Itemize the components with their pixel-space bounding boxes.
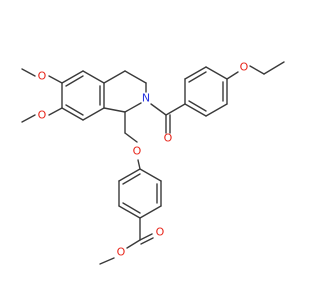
atom-label-oxygen: O — [164, 132, 173, 145]
bonds — [21, 61, 285, 265]
bond — [118, 205, 141, 219]
atom-label-oxygen: O — [38, 70, 47, 83]
bond — [137, 159, 141, 170]
bond — [82, 70, 105, 84]
bond — [188, 100, 207, 112]
bond — [124, 132, 138, 143]
bond — [139, 205, 162, 219]
atom-labels: O O N O O O O O — [38, 61, 249, 259]
bond — [65, 104, 84, 116]
chemical-structure: O O N O O O O O — [21, 61, 285, 265]
bond — [99, 257, 115, 265]
atom-label-nitrogen: N — [142, 92, 150, 105]
atom-label-oxygen: O — [133, 145, 142, 158]
atom-label-oxygen: O — [117, 246, 126, 259]
bond — [48, 75, 63, 84]
bond — [65, 75, 84, 87]
bond — [205, 66, 228, 80]
bond — [139, 168, 162, 182]
bond — [165, 103, 186, 116]
bond — [226, 71, 239, 80]
bond — [124, 102, 142, 113]
bond — [150, 103, 167, 116]
bond — [124, 70, 147, 84]
bond — [263, 61, 285, 75]
bond — [48, 107, 63, 116]
bond — [61, 70, 84, 84]
bond — [139, 233, 153, 241]
bond — [118, 168, 141, 182]
bond — [103, 107, 126, 113]
bond — [205, 103, 228, 117]
bond — [122, 202, 141, 214]
atom-label-oxygen: O — [156, 226, 165, 239]
bond — [21, 68, 36, 77]
bond — [21, 114, 36, 123]
bond — [103, 70, 126, 84]
bond — [126, 239, 141, 249]
bond — [184, 103, 207, 117]
bond — [188, 71, 207, 83]
bond — [184, 66, 207, 80]
bond — [140, 237, 154, 245]
bond — [249, 65, 265, 75]
atom-label-oxygen: O — [38, 109, 47, 122]
bond — [61, 107, 84, 121]
atom-label-oxygen: O — [240, 61, 249, 74]
bond — [82, 107, 105, 121]
bond — [122, 173, 141, 185]
